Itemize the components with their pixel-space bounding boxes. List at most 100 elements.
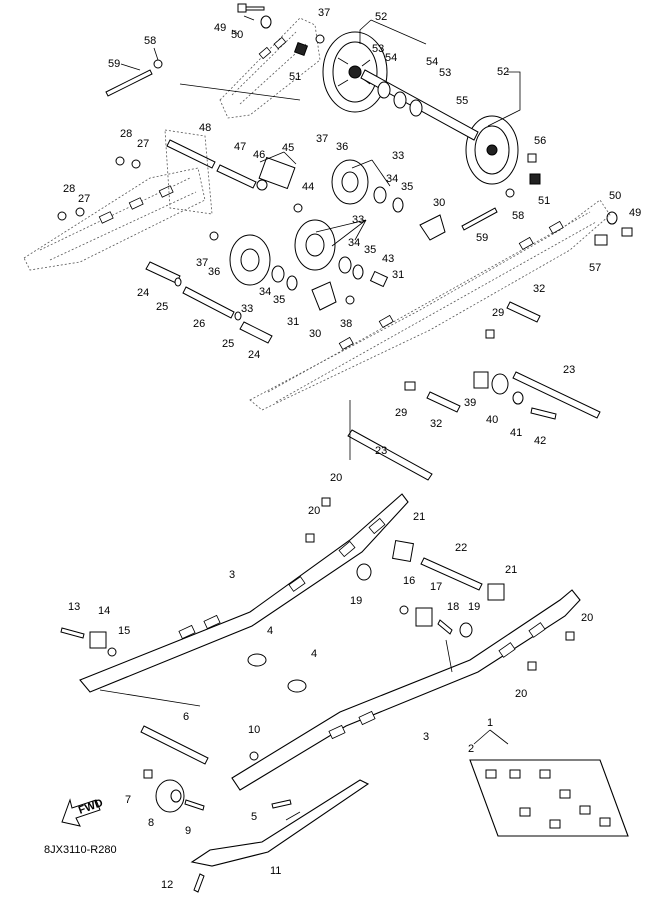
callout-1: 1 [487,717,493,729]
bushings-19 [356,563,473,638]
callout-17: 17 [430,581,442,593]
callout-29b: 29 [395,407,407,419]
nut-10 [249,751,259,761]
blocks-21 [391,539,505,601]
fwd-arrow-icon: FWD [61,797,105,827]
wheel-8 [155,779,185,813]
shaft-6 [140,725,209,765]
callout-50b: 50 [609,190,621,202]
callout-58a: 58 [144,35,156,47]
bolts-29-32-lower [404,381,461,413]
callout-53b: 53 [439,67,451,79]
callout-58b: 58 [512,210,524,222]
callout-37b: 37 [316,133,328,145]
callout-48: 48 [199,122,211,134]
callout-20c: 20 [581,612,593,624]
leader-lines [99,15,521,745]
shaft-23-lower [347,429,433,481]
track-clip-assembly [469,759,629,837]
right-slide-rail-3-upper [79,493,409,693]
bolts-20 [305,497,575,671]
fwd-label: FWD [77,797,105,817]
idler-wheel-36-upper [331,159,369,205]
nut-37-top [315,34,325,44]
callout-24a: 24 [137,287,149,299]
bolt-5 [271,799,292,809]
callout-35c: 35 [273,294,285,306]
washer-50-top [260,15,272,29]
callout-28a: 28 [120,128,132,140]
callout-23b: 23 [375,445,387,457]
callout-42: 42 [534,435,546,447]
middle-right-ghost-rail [249,199,611,411]
callout-36b: 36 [208,266,220,278]
callout-44: 44 [302,181,314,193]
callout-54a: 54 [385,52,397,64]
callout-45: 45 [282,142,294,154]
callout-25a: 25 [156,301,168,313]
callout-34c: 34 [259,286,271,298]
callout-40: 40 [486,414,498,426]
callout-20d: 20 [515,688,527,700]
callout-18: 18 [447,601,459,613]
callout-34b: 34 [348,237,360,249]
bolt-42 [530,407,557,420]
sleeve-39 [473,371,489,389]
callout-11: 11 [270,865,281,877]
callout-19b: 19 [468,601,480,613]
callout-36a: 36 [336,141,348,153]
shaft-23-upper [512,371,601,419]
callout-7: 7 [125,794,131,806]
nut-28-27-lower [57,207,85,221]
callout-38: 38 [340,318,352,330]
callout-10: 10 [248,724,260,736]
callout-19a: 19 [350,595,362,607]
shaft-48 [164,129,216,215]
upper-ghost-rail [219,17,321,119]
washer-50-right [606,211,618,225]
ring-25-upper [174,277,182,287]
callout-43: 43 [382,253,394,265]
callout-13: 13 [68,601,80,613]
callout-9: 9 [185,825,191,837]
callout-55: 55 [456,95,468,107]
bolt-29-upper [485,329,495,339]
callout-25b: 25 [222,338,234,350]
parts-13-14-15 [60,627,117,657]
rear-idler-wheel-right [465,115,519,185]
shaft-22 [420,557,483,591]
callout-2: 2 [468,743,474,755]
nut-44 [293,203,303,213]
callout-27a: 27 [137,138,149,150]
callout-59a: 59 [108,58,120,70]
washers-4 [247,653,307,693]
bolts-7-9 [143,769,205,811]
slide-runner-11 [190,779,370,867]
callout-12: 12 [161,879,173,891]
callout-56: 56 [534,135,546,147]
block-57 [594,234,608,246]
callout-53a: 53 [372,43,384,55]
callout-35a: 35 [401,181,413,193]
shaft-47 [216,164,257,189]
callout-8: 8 [148,817,154,829]
callout-20b: 20 [308,505,320,517]
callout-47: 47 [234,141,246,153]
callout-49a: 49 [214,22,226,34]
callout-14: 14 [98,605,110,617]
callout-37c: 37 [196,257,208,269]
bolt-56 [527,153,537,163]
pivot-arm-45 [256,156,296,191]
spacer-24-lower [239,321,273,344]
callout-32b: 32 [430,418,442,430]
callout-59b: 59 [476,232,488,244]
callout-33b: 33 [352,214,364,226]
callout-52a: 52 [375,11,387,23]
left-slide-rail-3-lower [231,589,581,791]
callout-51b: 51 [538,195,550,207]
washer-41 [512,391,524,405]
shaft-26 [182,286,235,319]
bracket-30-lower [311,281,337,311]
callout-41: 41 [510,427,522,439]
